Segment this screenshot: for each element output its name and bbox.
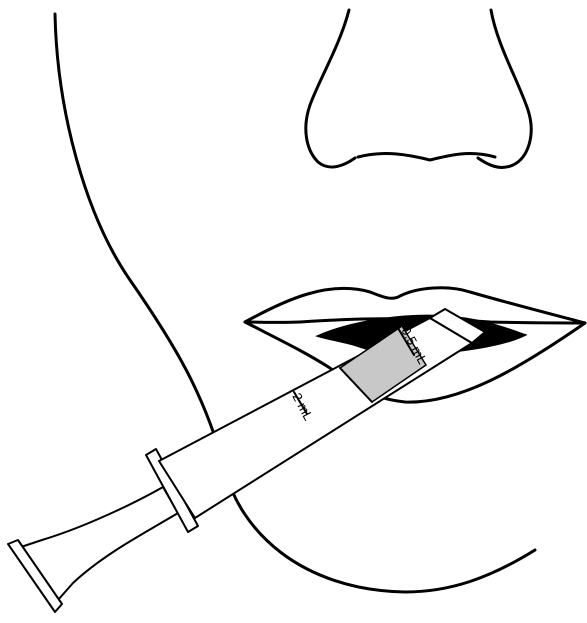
nose-left-side	[306, 10, 355, 167]
nose-right-side	[478, 10, 531, 167]
nostril-base	[358, 154, 495, 160]
oral-syringe: 0.5 mL 2 mL	[8, 309, 485, 612]
nose	[306, 10, 531, 167]
